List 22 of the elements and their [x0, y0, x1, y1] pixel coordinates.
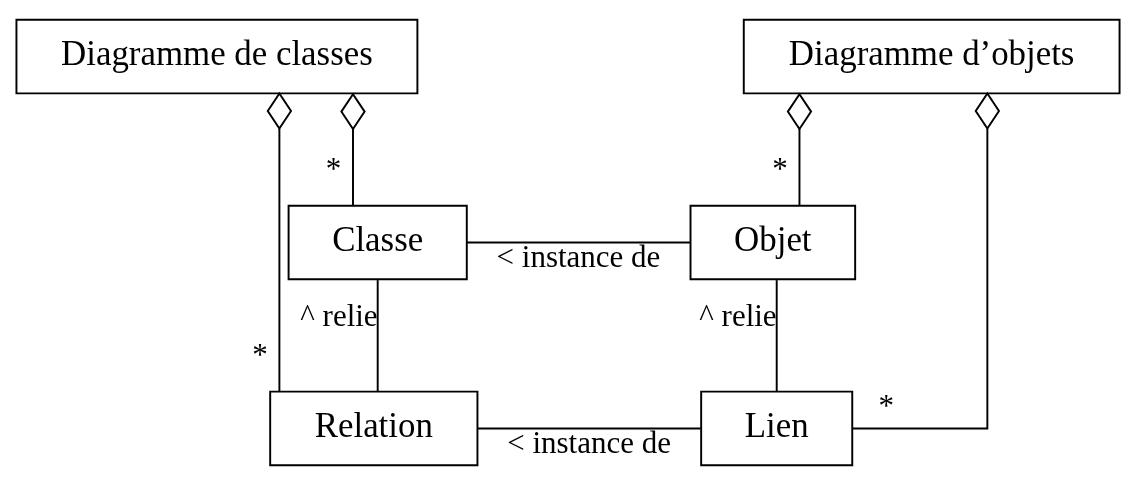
node-box: Diagramme d’objets — [742, 18, 1121, 95]
node-box: Objet — [689, 204, 857, 281]
connector — [775, 279, 778, 393]
edge-label: * — [252, 337, 268, 373]
connector — [340, 92, 366, 207]
edge-label: * — [878, 388, 895, 424]
node-box: Diagramme de classes — [15, 18, 419, 95]
connector — [476, 427, 702, 430]
edge-label: < instance de — [496, 239, 661, 275]
connector — [465, 241, 692, 244]
edge-label: < instance de — [507, 425, 671, 461]
connector — [851, 91, 1001, 430]
connector — [786, 92, 813, 207]
node-box: Classe — [287, 204, 468, 281]
node-box: Relation — [269, 390, 479, 467]
edge-label: ^ relie — [300, 297, 378, 333]
edge-label: * — [772, 151, 788, 187]
connector — [266, 91, 293, 393]
connector — [376, 279, 379, 393]
edge-label: ^ relie — [699, 297, 777, 333]
node-box: Lien — [700, 390, 854, 467]
edge-label: * — [325, 151, 342, 187]
